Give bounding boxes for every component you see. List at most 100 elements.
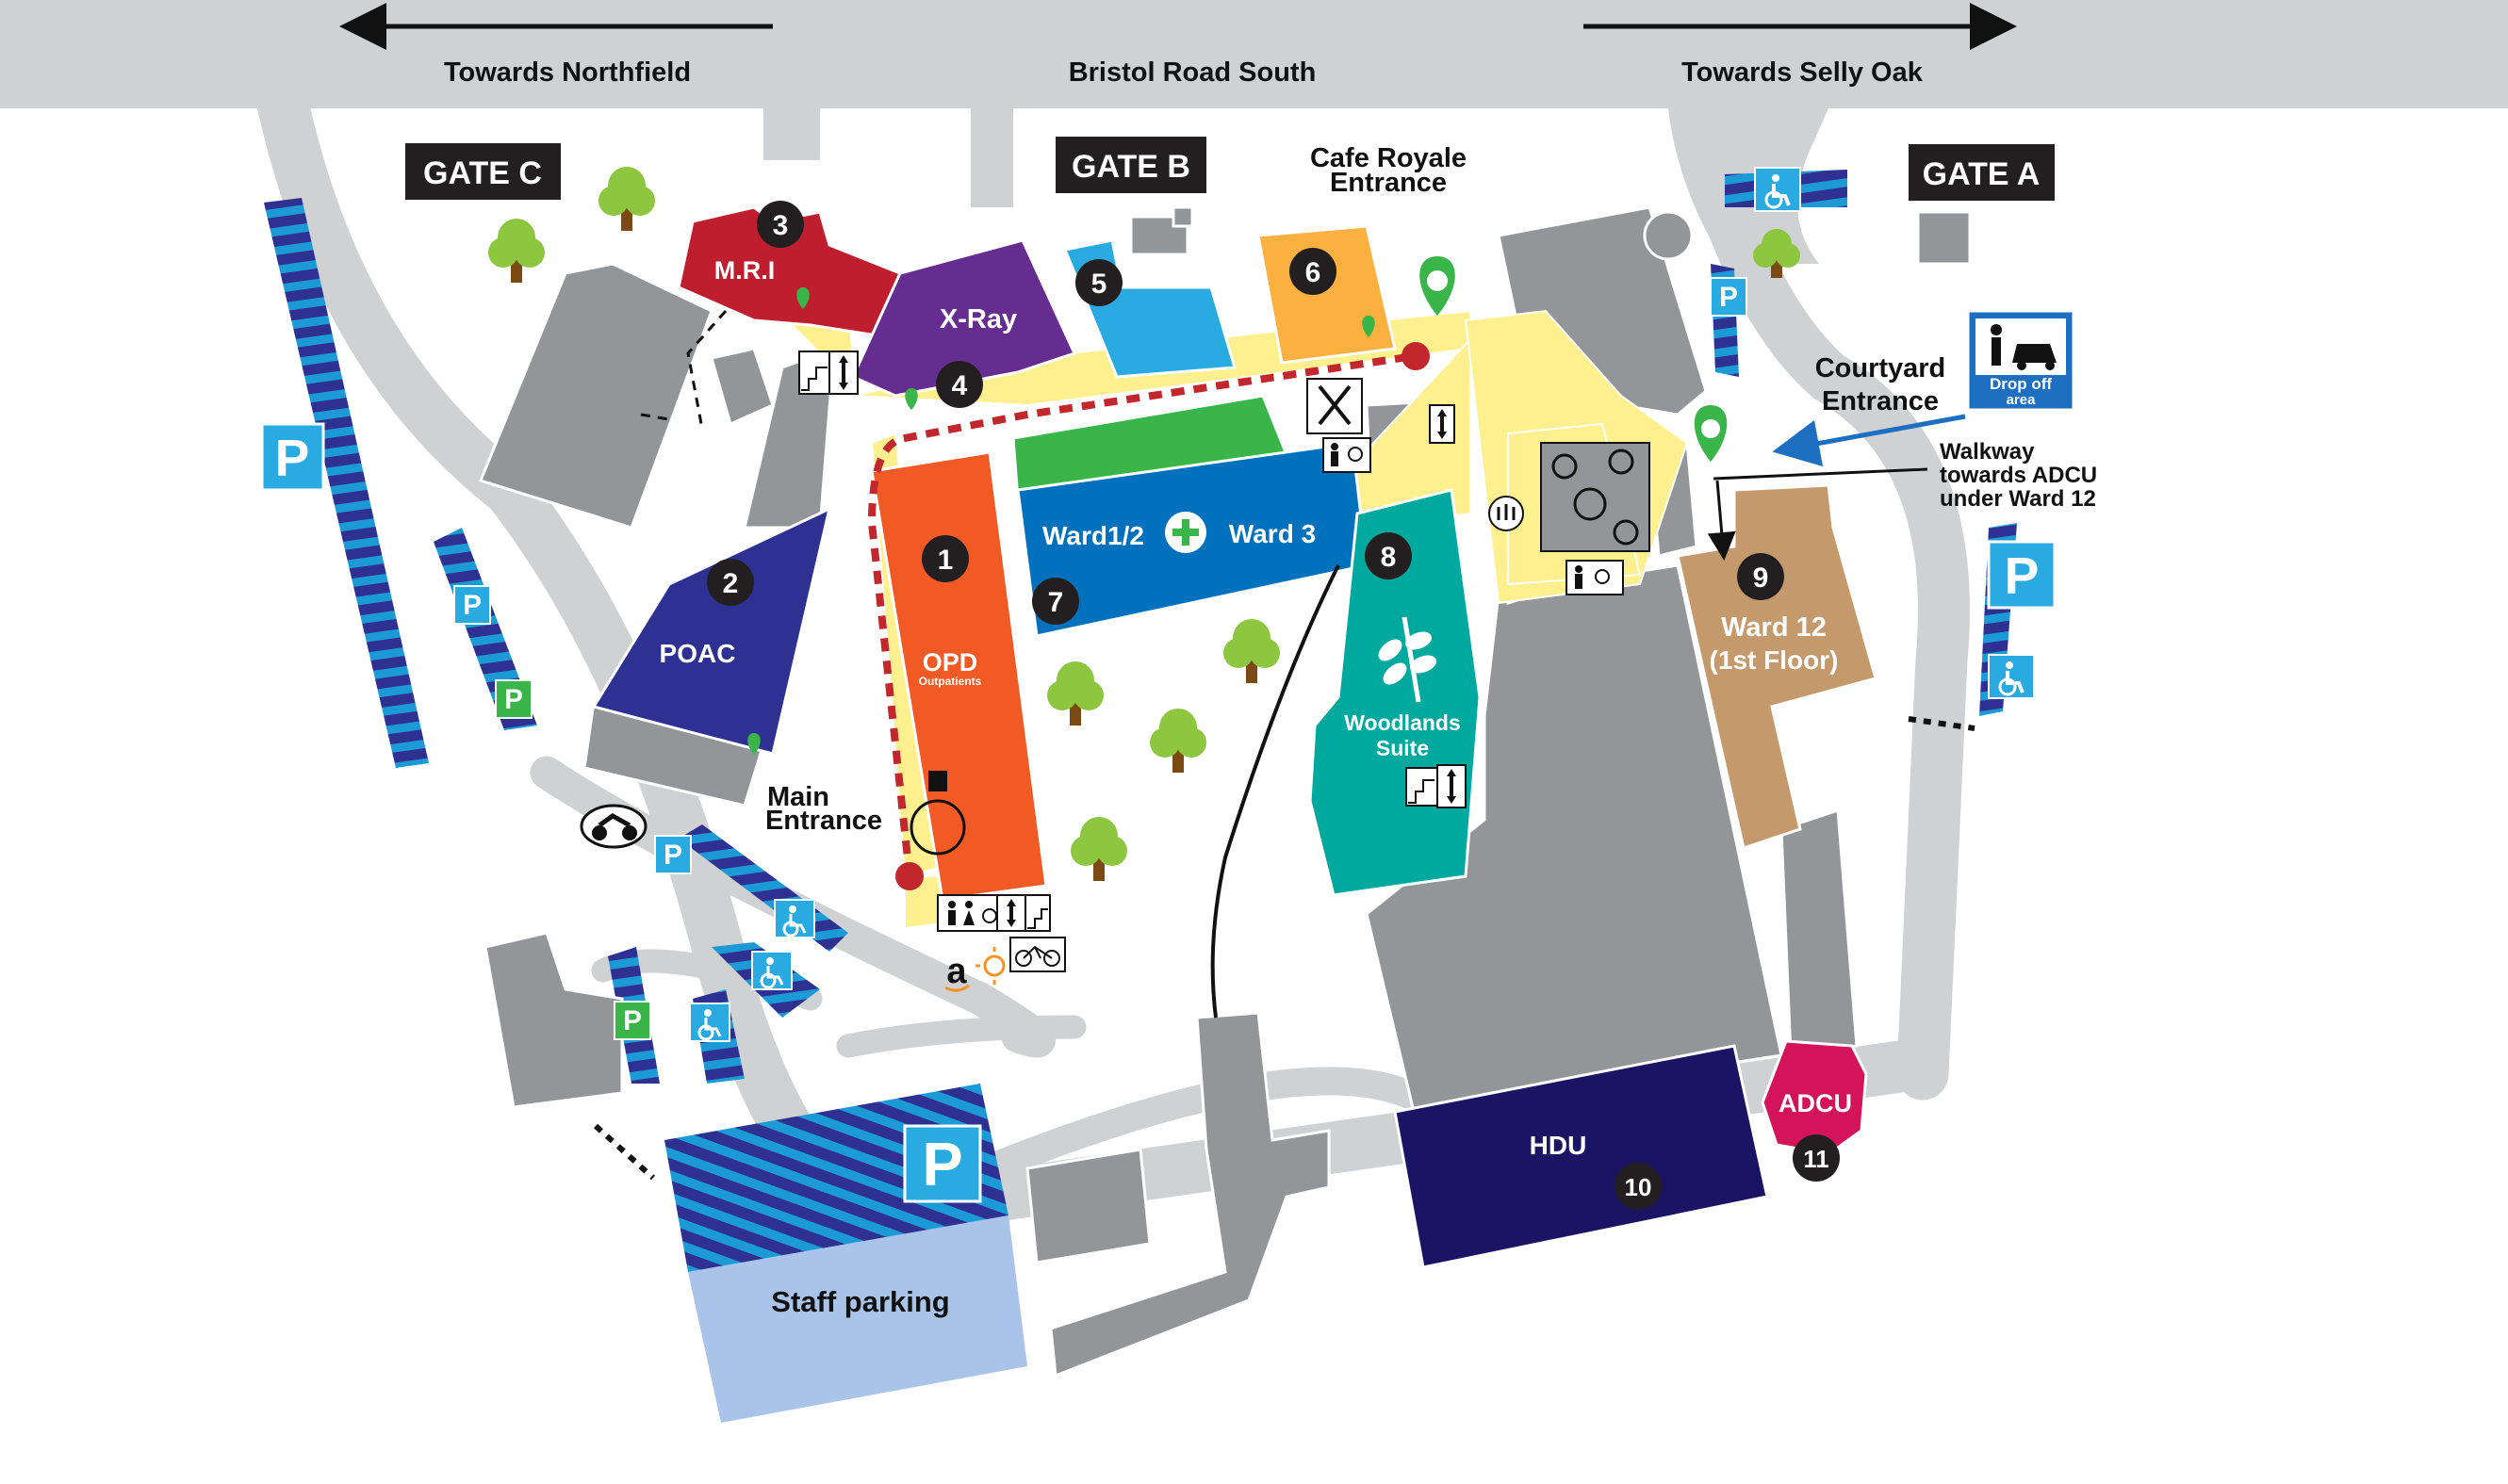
marker-10: 10 xyxy=(1615,1163,1662,1210)
main-road xyxy=(0,0,2508,108)
svg-text:8: 8 xyxy=(1381,542,1397,573)
svg-text:P: P xyxy=(664,840,682,871)
tree-icon xyxy=(1071,817,1127,881)
adcu-building xyxy=(1761,1039,1868,1156)
hdu-label: HDU xyxy=(1530,1131,1587,1160)
poac-building xyxy=(591,506,832,756)
svg-text:6: 6 xyxy=(1305,257,1321,288)
route-path xyxy=(867,352,1415,877)
parking-sign-green: P xyxy=(495,679,533,719)
drop-off-label-line2: area xyxy=(2007,392,2037,408)
sun-icon xyxy=(975,947,1006,985)
parking-sign-small: P xyxy=(1710,277,1747,317)
first-aid-cross-icon xyxy=(1165,512,1206,553)
lift-icon xyxy=(996,894,1026,932)
ward-6-building xyxy=(1256,224,1397,365)
towards-selly-oak-label: Towards Selly Oak xyxy=(1681,57,1924,88)
svg-text:11: 11 xyxy=(1803,1145,1829,1173)
courtyard-icon xyxy=(1540,442,1650,552)
xray-label: X-Ray xyxy=(940,304,1017,334)
location-pin-icon xyxy=(1694,405,1728,462)
courtyard-arrow xyxy=(1772,414,1966,467)
opd-label: OPD xyxy=(923,648,978,677)
main-entrance-revolving-door xyxy=(910,799,966,856)
walkway-down-arrow xyxy=(1707,480,1736,561)
wheelchair-icon xyxy=(774,899,815,938)
dashed-boundary xyxy=(640,310,728,430)
location-pin-icon xyxy=(796,287,810,309)
location-pin-icon xyxy=(1362,316,1375,337)
svg-text:2: 2 xyxy=(723,568,739,599)
tree-icon xyxy=(1753,229,1800,278)
walkway-label-line1: Walkway xyxy=(1940,439,2035,465)
route-end-dot xyxy=(1402,342,1430,370)
trees xyxy=(488,167,1800,881)
location-pin-icon xyxy=(905,388,918,410)
stairs-icon xyxy=(1405,767,1438,807)
mri-label: M.R.I xyxy=(714,256,776,285)
stairs-icon xyxy=(1025,894,1051,932)
marker-7: 7 xyxy=(1032,578,1079,625)
svg-text:1: 1 xyxy=(938,545,954,576)
ward-12-label: Ward 12 xyxy=(1721,612,1827,643)
marker-5: 5 xyxy=(1075,259,1123,306)
opd-subtitle: Outpatients xyxy=(919,675,982,688)
hdu-building xyxy=(1393,1044,1769,1269)
lift-icon xyxy=(1436,764,1467,808)
bicycle-icon xyxy=(1009,937,1066,972)
location-pin-icon xyxy=(747,733,761,755)
svg-text:P: P xyxy=(623,1005,642,1036)
walkway-pointer-line xyxy=(1713,467,1928,481)
tree-icon xyxy=(1150,709,1206,773)
tree-icon xyxy=(1047,661,1104,726)
walkway-label-line3: under Ward 12 xyxy=(1940,486,2096,512)
suite-label: Suite xyxy=(1376,736,1429,760)
svg-text:4: 4 xyxy=(952,370,968,401)
adcu-label: ADCU xyxy=(1779,1089,1852,1117)
marker-3: 3 xyxy=(757,201,804,248)
main-entrance-marker xyxy=(928,771,947,791)
cafe-cutlery-icon xyxy=(1306,378,1363,434)
svg-text:P: P xyxy=(504,684,523,715)
cafe-royale-label-line2: Entrance xyxy=(1330,168,1447,198)
toilets-icon xyxy=(1565,560,1624,595)
wheelchair-icon xyxy=(1988,654,2035,699)
svg-text:7: 7 xyxy=(1048,587,1064,618)
route-start-dot xyxy=(895,862,924,890)
road-name-label: Bristol Road South xyxy=(1069,57,1317,88)
staff-parking-area xyxy=(688,1215,1027,1423)
marker-11: 11 xyxy=(1793,1134,1840,1182)
road-gate-c xyxy=(763,104,820,160)
poac-label: POAC xyxy=(660,639,736,668)
svg-text:10: 10 xyxy=(1625,1173,1652,1201)
parking-sign-large-left: P xyxy=(260,422,325,492)
leaf-icon xyxy=(1378,616,1436,703)
gate-c-label: GATE C xyxy=(423,155,542,191)
svg-text:a: a xyxy=(946,952,967,991)
ward-3-label: Ward 3 xyxy=(1229,519,1316,548)
toilets-icon xyxy=(1322,437,1371,473)
gate-a-badge xyxy=(1909,144,2055,201)
grey-buildings xyxy=(478,205,1972,1378)
towards-northfield-label: Towards Northfield xyxy=(444,57,691,88)
main-entrance-label-line1: Main xyxy=(767,782,829,812)
wheelchair-icon xyxy=(1754,167,1801,212)
drop-off-label-line1: Drop off xyxy=(1990,375,2052,393)
svg-text:P: P xyxy=(1719,282,1738,313)
parking-areas xyxy=(264,170,2017,1423)
ward-12-floor-label: (1st Floor) xyxy=(1710,645,1839,675)
main-entrance-label-line2: Entrance xyxy=(765,806,882,836)
parking-sign-small: P xyxy=(654,835,692,874)
courtyard-entrance-label-line1: Courtyard xyxy=(1815,353,1946,383)
parking-sign-large-right: P xyxy=(1987,540,2057,610)
gate-c-badge xyxy=(405,143,561,200)
footpath-line xyxy=(1210,564,1340,1019)
marker-4: 4 xyxy=(936,361,983,408)
svg-text:9: 9 xyxy=(1753,563,1769,594)
stairs-icon xyxy=(798,351,830,395)
toilets-icon xyxy=(937,894,1005,932)
pedestrian-gate-dots xyxy=(593,1123,656,1181)
gate-a-label: GATE A xyxy=(1923,156,2041,192)
parking-sign-large-staff: P xyxy=(903,1124,982,1203)
